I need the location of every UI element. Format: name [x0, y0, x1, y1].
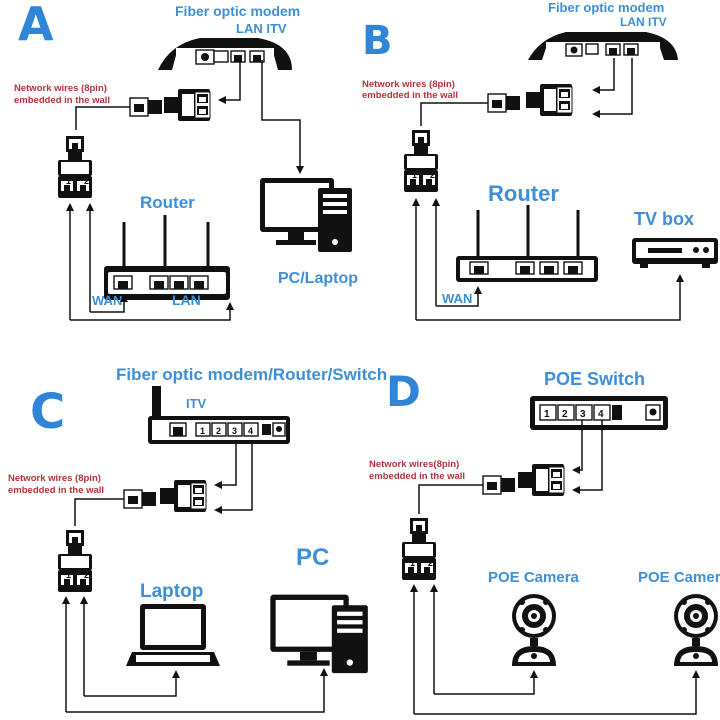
switch-port-d-3: 3: [580, 409, 586, 420]
wires-label-b-1: Network wires (8pin): [362, 79, 455, 90]
switch-port-c-1: 1: [200, 426, 205, 436]
laptop-label: Laptop: [140, 581, 203, 602]
poe-camera-1: [512, 594, 556, 666]
laptop-c: [126, 604, 220, 666]
wires-label-b-2: embedded in the wall: [362, 90, 458, 101]
splitter-num-d-2: 2: [428, 558, 433, 568]
pc-c: [270, 594, 368, 674]
wire-b-modem-2: [592, 58, 633, 118]
modem-router-switch: [148, 386, 290, 444]
switch-port-d-1: 1: [544, 409, 550, 420]
panel-c: C Fiber optic modem/Router/Switch ITV 1 …: [8, 365, 387, 713]
splitter-modem-side-d: [517, 463, 565, 497]
wires-label-a-1: Network wires (8pin): [14, 83, 107, 94]
wire-c-2: [214, 442, 253, 514]
splitter-num-a-1: 1: [66, 176, 71, 186]
wall-plug-c: [123, 489, 157, 509]
wire-b-wall: [420, 102, 488, 126]
camera2-label: POE Camera: [638, 569, 720, 586]
splitter-num-b-2: 2: [430, 170, 435, 180]
wan-label-a: WAN: [92, 293, 122, 308]
splitter-numbers-a: 2 1: [172, 101, 182, 114]
tvbox-label: TV box: [634, 209, 694, 229]
switch-port-c-3: 3: [232, 426, 237, 436]
wire-c-wall: [74, 498, 124, 526]
poe-switch-label: POE Switch: [544, 369, 645, 389]
splitter-device-side-c: [58, 530, 92, 592]
panel-a: A Fiber optic modem LAN ITV Network wire…: [14, 0, 358, 321]
splitter-device-side-b: [404, 130, 438, 192]
poe-camera-2: [674, 594, 718, 666]
wire-b-tvbox: [416, 274, 684, 321]
wire-d-1: [572, 420, 583, 474]
wall-plug-a: [129, 97, 163, 117]
wires-label-d-1: Network wires(8pin): [369, 459, 459, 470]
wall-plug-b: [487, 93, 521, 113]
panel-letter-b: B: [362, 18, 393, 64]
splitter-num-c-2: 2: [84, 570, 89, 580]
pc-label-c: PC: [296, 544, 329, 571]
wires-label-c-1: Network wires (8pin): [8, 473, 101, 484]
router-a: [103, 215, 231, 301]
wires-label-a-2: embedded in the wall: [14, 95, 110, 106]
panel-letter-d: D: [386, 367, 421, 416]
wires-label-c-2: embedded in the wall: [8, 485, 104, 496]
fiber-modem-a: [158, 38, 292, 70]
modem-ports-label-b: LAN ITV: [620, 15, 667, 29]
splitter-num-b-1: 1: [412, 170, 417, 180]
camera1-label: POE Camera: [488, 569, 580, 586]
wire-b-modem-1: [592, 58, 615, 94]
tv-box: [632, 238, 718, 268]
pc-label-a: PC/Laptop: [278, 270, 358, 287]
switch-port-d-2: 2: [562, 409, 568, 420]
modem-label-a: Fiber optic modem: [175, 3, 300, 19]
wire-d-camera2: [414, 670, 700, 715]
splitter-device-side-a: [58, 136, 92, 198]
wires-label-d-2: embedded in the wall: [369, 471, 465, 482]
router-b: [456, 205, 598, 282]
wire-c-1: [214, 442, 237, 489]
wire-c-laptop: [84, 670, 180, 697]
switch-port-d-4: 4: [598, 409, 604, 420]
modem-ports-label-a: LAN ITV: [236, 21, 287, 36]
panel-letter-a: A: [18, 0, 54, 51]
router-label-b: Router: [488, 181, 559, 206]
splitter-num-d-1: 1: [410, 558, 415, 568]
splitter-modem-side-c: [159, 479, 207, 513]
wall-plug-d: [482, 475, 516, 495]
splitter-num-a-2: 2: [84, 176, 89, 186]
wire-a-wall: [75, 106, 130, 130]
wire-a-lan: [70, 302, 234, 321]
modem-router-switch-label: Fiber optic modem/Router/Switch: [116, 365, 387, 384]
modem-label-b: Fiber optic modem: [548, 0, 664, 15]
wire-d-2: [572, 420, 603, 494]
splitter-modem-side-a: [163, 88, 211, 122]
wire-a-wan: [90, 294, 128, 313]
fiber-modem-b: [528, 32, 678, 60]
poe-switch: [530, 396, 668, 430]
itv-label: ITV: [186, 396, 207, 411]
splitter-modem-side-b: [525, 83, 573, 117]
switch-port-c-4: 4: [248, 426, 253, 436]
wire-d-camera1: [434, 670, 538, 695]
wire-b-wan: [436, 286, 482, 307]
pc-laptop-a: [260, 178, 352, 252]
panel-d: D POE Switch 1 2 3 4 Network wires(8pin)…: [369, 367, 720, 715]
lan-label-a: LAN: [172, 292, 201, 308]
panel-b: B Fiber optic modem LAN ITV Network wire…: [362, 0, 718, 321]
wire-a-modem-to-pc: [261, 60, 304, 174]
wire-d-wall: [418, 484, 483, 514]
wire-c-pc: [66, 668, 328, 713]
panel-letter-c: C: [30, 384, 65, 440]
switch-port-c-2: 2: [216, 426, 221, 436]
wan-label-b: WAN: [442, 291, 472, 306]
wire-a-modem-to-splitter: [218, 58, 241, 104]
splitter-num-c-1: 1: [66, 570, 71, 580]
splitter-device-side-d: [402, 518, 436, 580]
router-label-a: Router: [140, 193, 195, 212]
